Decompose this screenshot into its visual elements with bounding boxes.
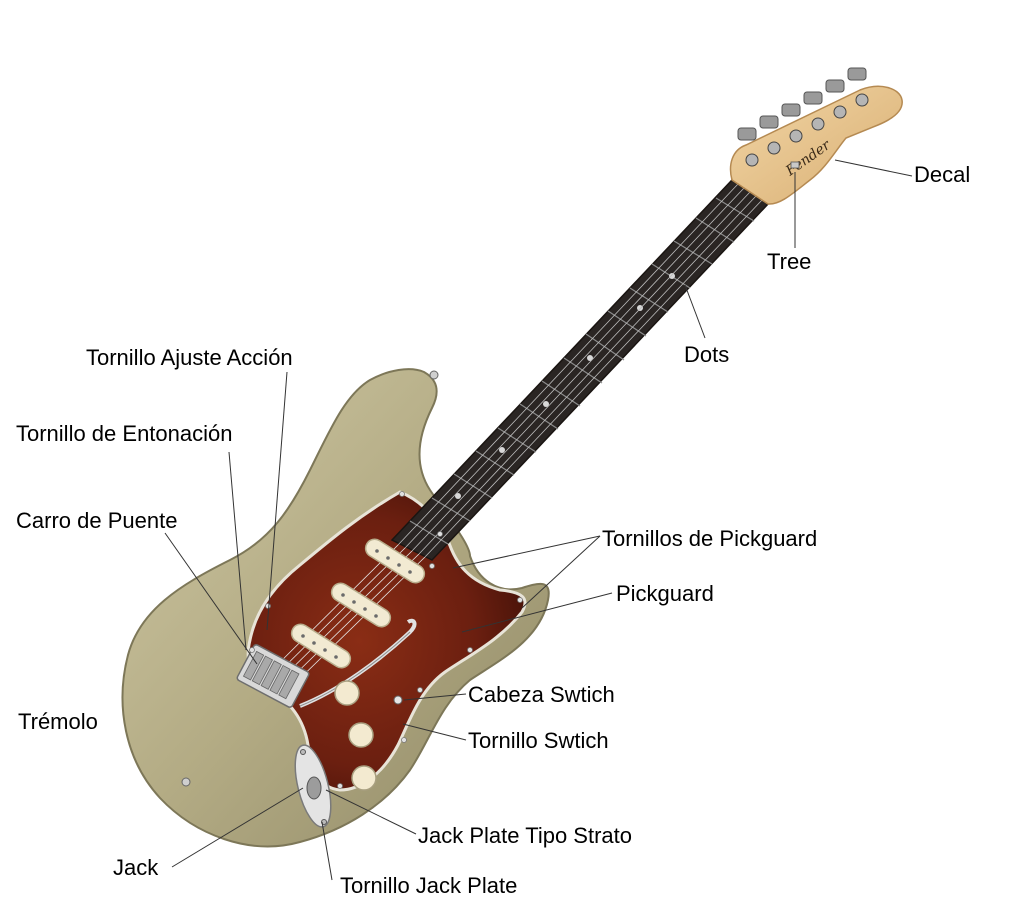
label-tornillo-jack-plate: Tornillo Jack Plate [340, 873, 518, 898]
label-jack-plate: Jack Plate Tipo Strato [418, 823, 632, 848]
string-tree [790, 161, 800, 169]
label-tornillos-pickguard: Tornillos de Pickguard [602, 526, 818, 551]
fretboard [390, 179, 770, 561]
label-tornillo-entonacion: Tornillo de Entonación [16, 421, 233, 446]
label-carro-puente: Carro de Puente [16, 508, 178, 533]
label-pickguard: Pickguard [616, 581, 714, 606]
leader-lines [164, 159, 913, 881]
label-tree: Tree [767, 249, 812, 274]
control-knobs [334, 680, 377, 791]
label-decal: Decal [914, 162, 971, 187]
label-tornillo-ajuste-accion: Tornillo Ajuste Acción [86, 345, 293, 370]
headstock [729, 85, 903, 205]
label-cabeza-switch: Cabeza Swtich [468, 682, 615, 707]
label-jack: Jack [113, 855, 159, 880]
label-tremolo: Trémolo [18, 709, 98, 734]
label-dots: Dots [684, 342, 730, 367]
label-tornillo-switch: Tornillo Swtich [468, 728, 609, 753]
tuners [737, 67, 869, 167]
fret-dots [455, 273, 675, 499]
